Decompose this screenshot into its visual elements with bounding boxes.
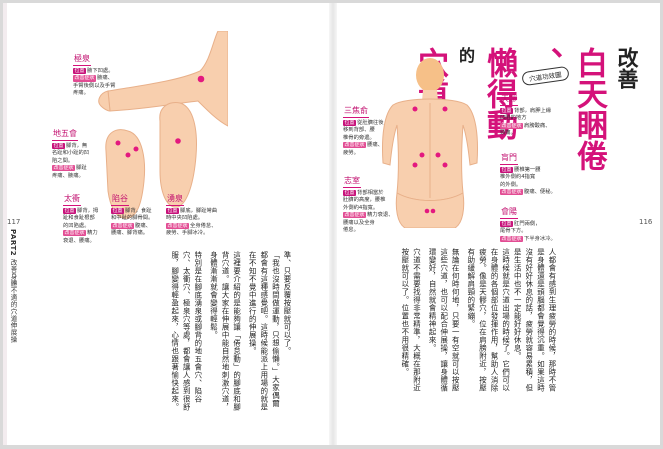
page-edge xyxy=(3,3,7,445)
point-name: 極泉 xyxy=(73,53,91,66)
point-marker-sanjiaoshu-r xyxy=(435,152,441,158)
point-name: 會陽 xyxy=(500,206,518,219)
point-marker-huangmen xyxy=(442,162,448,168)
point-sanjiaoshu: 三焦俞 位置從肚臍往後 移到背部、腰 椎骨的旁邊。 改善症狀腰痛、 疲勞。 xyxy=(343,105,384,156)
point-name: 陷谷 xyxy=(111,193,129,206)
point-diwuhui: 地五會 位置腳背，無 名趾和小趾的凹 陷之間。 改善症狀腳趾 疼痛、腋痛。 xyxy=(52,128,90,179)
point-marker-xiangu xyxy=(133,146,139,152)
arm-and-feet-illustration xyxy=(98,31,228,219)
point-zhishi: 志室 位置背部相當於 肚臍的高度，腰椎 外側約4指寬。 改善症狀精力衰退、 腰痛… xyxy=(343,175,394,234)
point-huiyang: 會陽 位置肛門兩側， 尾骨下方。 改善症狀下半身冰冷。 xyxy=(500,206,556,243)
book-gutter xyxy=(329,3,337,445)
point-marker-yongquan xyxy=(175,138,181,144)
point-huangmen: 肓門 位置腰椎第一腰 椎外側約4指寬 的外側。 改善症狀腹痛、便秘。 xyxy=(500,152,556,196)
point-marker-diwuhui xyxy=(115,140,121,146)
book-spread: 117 PART2 改善身體不適的穴道伸展操 極泉 位置腋下凹處。 改善症狀腋痛… xyxy=(3,3,660,445)
right-body-text: 人都會有感到生理疲勞的時候，那時不管是身體還是頭腦都會覺得沉重。如果這時沒有好好… xyxy=(400,248,557,392)
point-tianliao: 天髎 位置背部，肩胛上緣 凹陷的地方 改善症狀肩膀酸痛、 頸痛。 xyxy=(500,93,552,137)
point-name: 太衝 xyxy=(63,193,81,206)
point-name: 天髎 xyxy=(500,93,518,106)
back-body-illustration xyxy=(382,58,478,228)
point-taichong: 太衝 位置腳背，拇 趾和食趾根部 的凹陷處。 改善症狀精力 衰退、腰痛。 xyxy=(63,193,99,244)
point-marker-tianliao-r xyxy=(442,106,448,112)
point-name: 肓門 xyxy=(500,152,518,165)
point-name: 地五會 xyxy=(52,128,78,141)
point-marker-huiyang xyxy=(424,208,430,214)
side-text: 改善身體不適的穴道伸展操 xyxy=(9,258,17,343)
point-marker-huiyang-r xyxy=(430,208,436,214)
chapter-side-label: PART2 改善身體不適的穴道伸展操 xyxy=(8,229,18,343)
point-name: 三焦俞 xyxy=(343,105,369,118)
point-marker-jiquan xyxy=(197,75,205,83)
part-label: PART2 xyxy=(9,229,17,257)
point-marker-zhishi xyxy=(412,162,418,168)
left-body-text: 準、只要反覆按壓就可以了。 「我也沒時間做運動，只想偷懶。」大家偶爾都會有這種感… xyxy=(170,251,292,411)
point-marker-sanjiaoshu xyxy=(419,152,425,158)
page-number-left: 117 xyxy=(7,218,21,226)
point-xiangu: 陷谷 位置腳背，食趾 和中趾的腳骨間。 改善症狀腹痛、 腰痛、腳背痛。 xyxy=(111,193,154,237)
point-jiquan: 極泉 位置腋下凹處。 改善症狀腋痛、 手臂後側以及手臂 疼痛。 xyxy=(73,53,116,97)
point-marker-tianliao xyxy=(412,106,418,112)
page-number-right: 116 xyxy=(639,218,653,226)
point-name: 湧泉 xyxy=(166,193,184,206)
point-yongquan: 湧泉 位置腳底，腳趾彎曲 時中央凹陷處。 改善症狀全身倦怠、 疲勞、手腳冰冷。 xyxy=(166,193,218,237)
point-name: 志室 xyxy=(343,175,361,188)
point-marker-taichong xyxy=(125,152,131,158)
